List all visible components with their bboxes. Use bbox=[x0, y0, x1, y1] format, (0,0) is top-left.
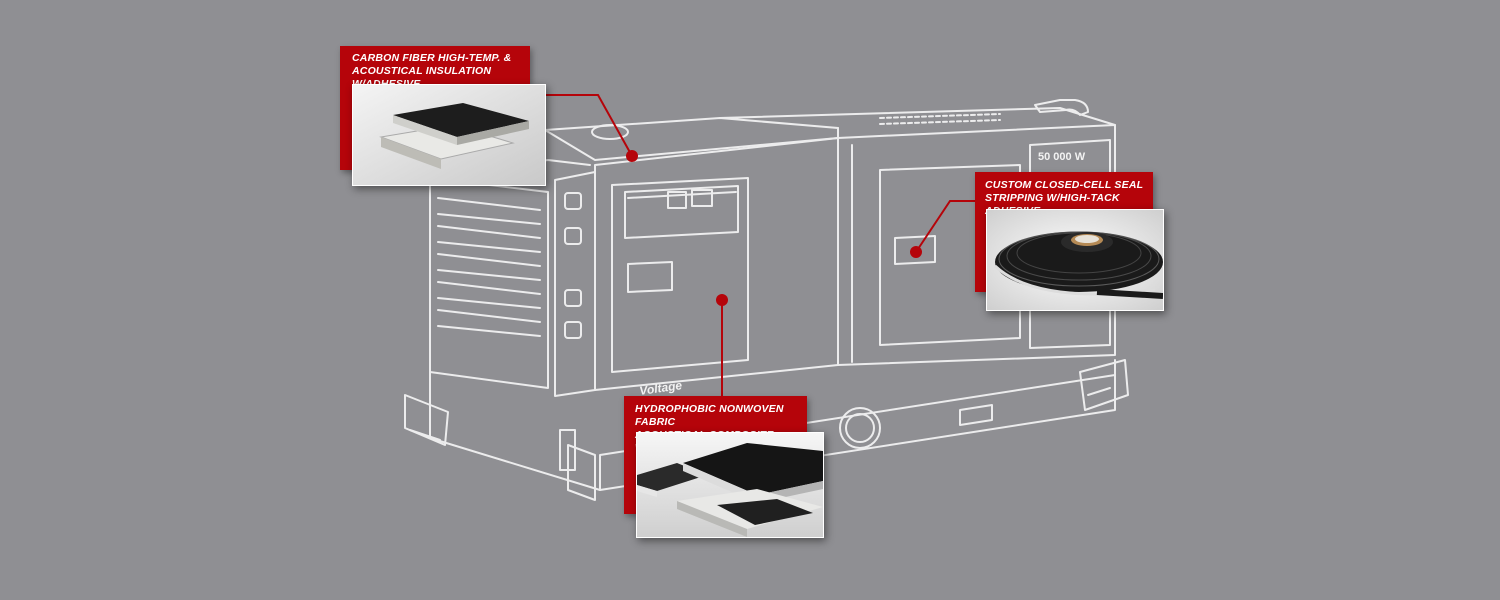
callout-seal-stripping: CUSTOM CLOSED-CELL SEAL STRIPPING W/HIGH… bbox=[975, 172, 1165, 312]
callout-nonwoven: HYDROPHOBIC NONWOVEN FABRIC ACOUSTICAL C… bbox=[624, 396, 824, 541]
leader-dot-seal bbox=[910, 246, 922, 258]
composite-sheets-photo bbox=[636, 432, 824, 538]
leader-dot-carbon bbox=[626, 150, 638, 162]
insulation-pad-photo bbox=[352, 84, 546, 186]
leader-dot-nonwoven bbox=[716, 294, 728, 306]
seal-tape-roll-photo bbox=[986, 209, 1164, 311]
brand-text: Voltage bbox=[638, 378, 683, 398]
callout-carbon-fiber: CARBON FIBER HIGH-TEMP. & ACOUSTICAL INS… bbox=[340, 46, 546, 186]
rating-plate-text: 50 000 W bbox=[1038, 151, 1086, 163]
